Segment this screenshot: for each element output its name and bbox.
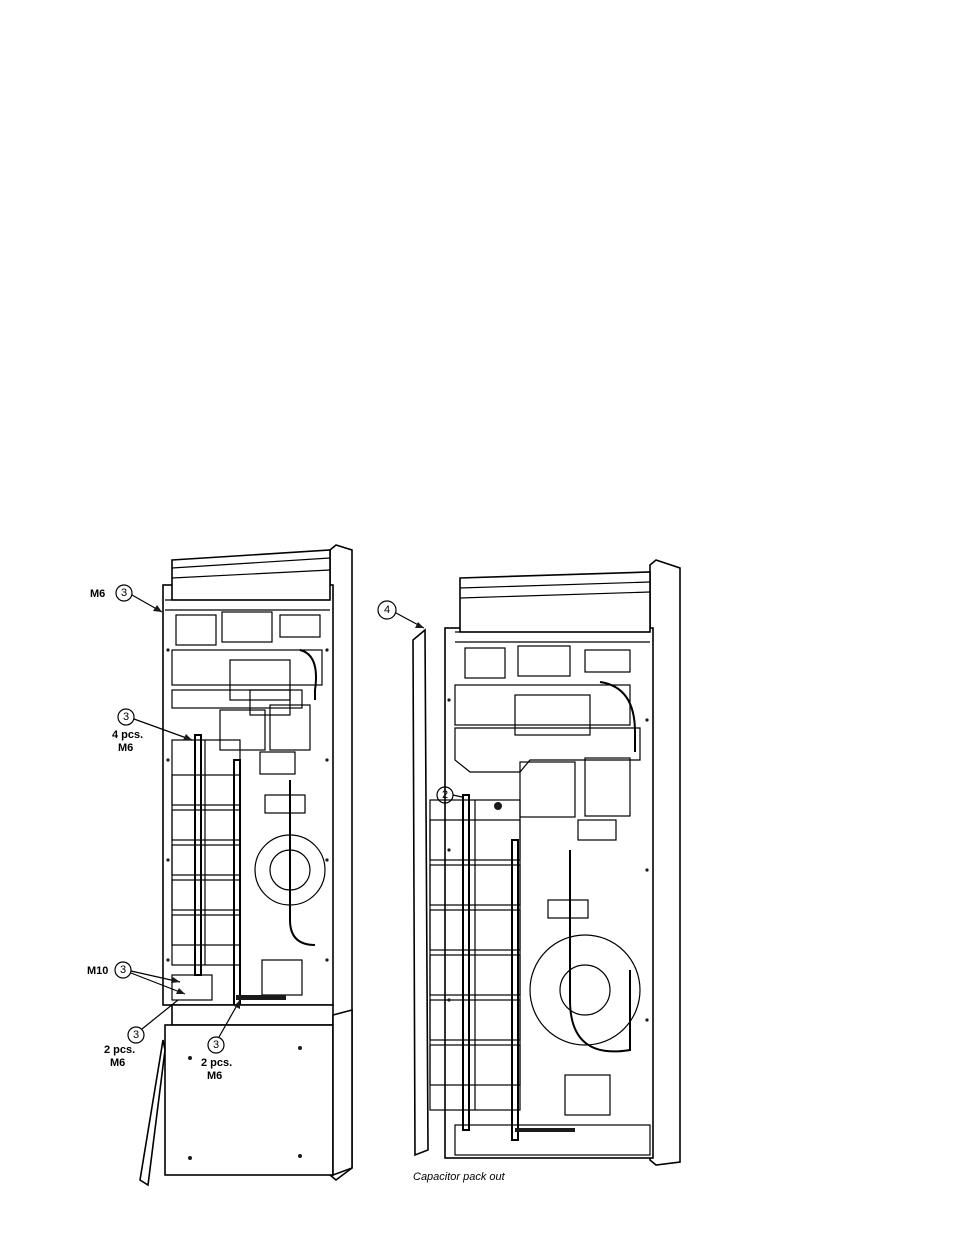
callout-number: 2	[442, 789, 448, 801]
callout-label: M10	[87, 965, 108, 977]
left-drive-unit	[140, 545, 352, 1185]
callout-4: 4	[378, 601, 424, 628]
callout-number: 3	[133, 1029, 139, 1041]
callout-label: M6	[90, 588, 105, 600]
callout-number: 3	[121, 587, 127, 599]
callout-label: 2 pcs.	[104, 1044, 135, 1056]
callout-number: 3	[213, 1039, 219, 1051]
callout-label2: M6	[207, 1070, 222, 1082]
right-drive-unit	[413, 560, 680, 1165]
callout-label: 2 pcs.	[201, 1057, 232, 1069]
figure-caption: Capacitor pack out	[413, 1171, 506, 1183]
callout-label2: M6	[110, 1057, 125, 1069]
callout-number: 4	[384, 604, 390, 616]
callout-label: 4 pcs.	[112, 729, 143, 741]
callout-m6-top: M6 3	[90, 585, 162, 612]
callout-number: 3	[120, 964, 126, 976]
callout-number: 3	[123, 711, 129, 723]
callout-label2: M6	[118, 742, 133, 754]
